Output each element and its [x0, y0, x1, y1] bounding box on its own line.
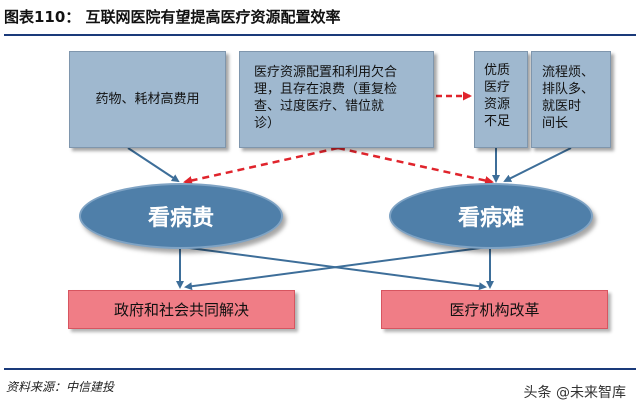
arrow-resources-to-difficult: [337, 146, 494, 185]
watermark-text: 头条 @未来智库: [523, 385, 626, 401]
cause-box-resource-shortage: 优质 医疗 资源 不足: [474, 51, 528, 148]
cause-box-resource-allocation: 医疗资源配置和利用欠合 理，且存在浪费（重复检 查、过度医疗、错位就 诊）: [239, 51, 434, 148]
cause-text-line: 资源: [484, 97, 511, 112]
arrow-process-to-difficult: [503, 147, 572, 182]
cause-box-process-delays: 流程烦、 排队多、 就医时 间长: [531, 51, 611, 148]
cause-box-drug-costs: 药物、耗材高费用: [69, 51, 226, 148]
cause-text-line: 就医时: [542, 99, 582, 114]
cause-text-line: 医疗资源配置和利用欠合: [254, 65, 398, 80]
cause-text-line: 优质: [484, 63, 511, 78]
footer-divider: [4, 368, 636, 370]
figure-title: 图表110： 互联网医院有望提高医疗资源配置效率: [4, 8, 341, 26]
cause-text-line: 排队多、: [542, 82, 595, 97]
source-note: 资料来源：中信建投: [6, 380, 115, 394]
problem-difficult: 看病难: [389, 183, 593, 249]
watermark: 头条 @未来智库: [524, 382, 626, 402]
title-divider: [4, 34, 636, 36]
cause-text-line: 医疗: [484, 80, 511, 95]
cause-text-line: 诊）: [254, 116, 281, 131]
cause-text-line: 流程烦、: [542, 65, 595, 80]
cause-text-line: 查、过度医疗、错位就: [254, 99, 385, 114]
arrow-drugs-to-expensive: [127, 147, 180, 183]
arrow-difficult-to-gov: [184, 246, 489, 291]
arrow-resources-to-expensive: [183, 146, 339, 185]
solution-gov-society: 政府和社会共同解决: [68, 290, 295, 329]
solution-institution-reform: 医疗机构改革: [381, 290, 608, 329]
cause-text-line: 间长: [542, 116, 569, 131]
cause-text-line: 理，且存在浪费（重复检: [254, 82, 398, 97]
cause-text-line: 药物、耗材高费用: [95, 92, 200, 107]
cause-text-line: 不足: [484, 114, 511, 129]
problem-expensive: 看病贵: [79, 183, 283, 249]
